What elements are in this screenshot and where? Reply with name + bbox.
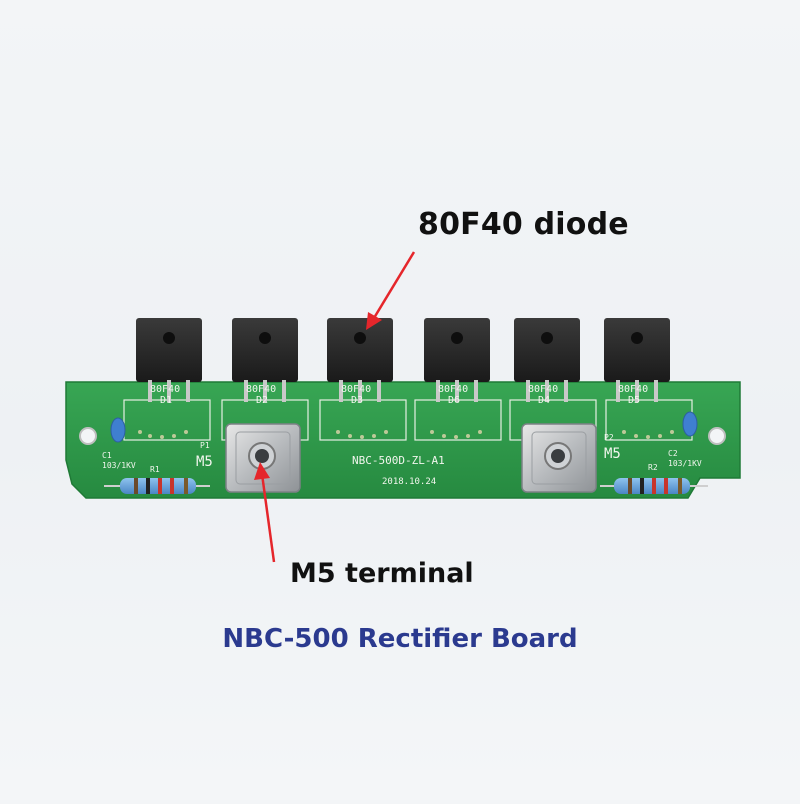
silk-c1-ref: C1 xyxy=(102,451,112,460)
silk-d5-ref: D5 xyxy=(628,395,640,406)
silk-d2-part: 80F40 xyxy=(246,384,276,395)
product-caption: NBC-500 Rectifier Board xyxy=(222,624,578,654)
arrow-to-terminal xyxy=(254,462,276,563)
silkscreen-text: NBC-500D-ZL-A1 2018.10.24 M5 M5 P1 P2 C1… xyxy=(102,433,702,487)
diode-d3 xyxy=(327,318,393,402)
mounting-hole-right xyxy=(708,427,726,445)
resistor-r2 xyxy=(600,478,708,494)
diode-d5 xyxy=(604,318,670,402)
capacitor-c2 xyxy=(682,411,698,437)
silk-m5-right: M5 xyxy=(604,446,621,462)
silk-board-date: 2018.10.24 xyxy=(382,477,436,487)
arrow-to-diode xyxy=(366,251,416,330)
m5-terminal-right xyxy=(521,423,597,493)
diode-row xyxy=(136,318,670,402)
silk-d6-ref: D6 xyxy=(448,395,460,406)
silk-c2-ref: C2 xyxy=(668,449,678,458)
silk-d2-ref: D2 xyxy=(256,395,268,406)
resistor-r1 xyxy=(104,478,210,494)
silk-d1-ref: D1 xyxy=(160,395,172,406)
diode-d6 xyxy=(424,318,490,402)
m5-terminal-left xyxy=(225,423,301,493)
mounting-hole-left xyxy=(79,427,97,445)
silkscreen-diode-labels: 80F40 D1 80F40 D2 80F40 D3 80F40 D6 80F4… xyxy=(150,384,648,406)
silk-d4-ref: D4 xyxy=(538,395,550,406)
silk-p1: P1 xyxy=(200,441,210,450)
terminal-callout-label: M5 terminal xyxy=(290,558,474,589)
diode-d1 xyxy=(136,318,202,402)
capacitor-c1 xyxy=(110,417,126,443)
silk-r1-ref: R1 xyxy=(150,465,160,474)
silk-d6-part: 80F40 xyxy=(438,384,468,395)
silk-p2: P2 xyxy=(604,433,614,442)
diode-callout-label: 80F40 diode xyxy=(418,207,629,242)
silk-d1-part: 80F40 xyxy=(150,384,180,395)
silk-d5-part: 80F40 xyxy=(618,384,648,395)
silk-board-model: NBC-500D-ZL-A1 xyxy=(352,454,445,467)
silk-c2-value: 103/1KV xyxy=(668,459,702,468)
silk-r2-ref: R2 xyxy=(648,463,658,472)
silk-m5-left: M5 xyxy=(196,454,213,470)
silk-d4-part: 80F40 xyxy=(528,384,558,395)
silk-c1-value: 103/1KV xyxy=(102,461,136,470)
diode-d4 xyxy=(514,318,580,402)
diode-d2 xyxy=(232,318,298,402)
silk-d3-part: 80F40 xyxy=(341,384,371,395)
silk-d3-ref: D3 xyxy=(351,395,363,406)
